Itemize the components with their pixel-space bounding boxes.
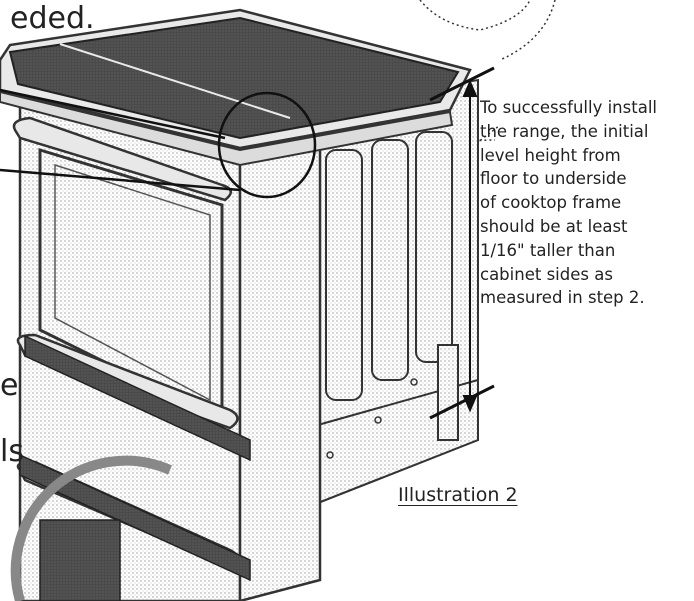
- note-line: cabinet sides as: [480, 264, 613, 284]
- note-line: measured in step 2.: [480, 288, 645, 308]
- oven-handle-upper: [12, 116, 232, 202]
- install-height-note: To successfully install the range, the i…: [480, 96, 690, 310]
- cabinet-screw-hole: [326, 451, 334, 459]
- cabinet-side: [299, 78, 479, 512]
- cabinet-screw-hole: [374, 416, 382, 424]
- round-detail-inset: [10, 455, 173, 601]
- cut-off-text-top: eded.: [10, 1, 95, 36]
- note-line: the range, the initial: [480, 121, 649, 141]
- illustration-caption: Illustration 2: [398, 484, 518, 506]
- note-line: 1/16" taller than: [480, 240, 616, 260]
- note-line: level height from: [480, 145, 621, 165]
- cabinet-screw-hole: [410, 378, 418, 386]
- detail-magnifier: [0, 88, 317, 199]
- cut-off-text-middle-1: e: [0, 368, 19, 403]
- note-line: floor to underside: [480, 169, 627, 189]
- note-line: To successfully install: [480, 98, 657, 117]
- note-line: should be at least: [480, 216, 628, 236]
- cut-off-text-middle-2: ls: [0, 434, 24, 469]
- cooktop: [0, 8, 472, 167]
- note-line: of cooktop frame: [480, 193, 622, 213]
- height-arrow: [429, 66, 495, 420]
